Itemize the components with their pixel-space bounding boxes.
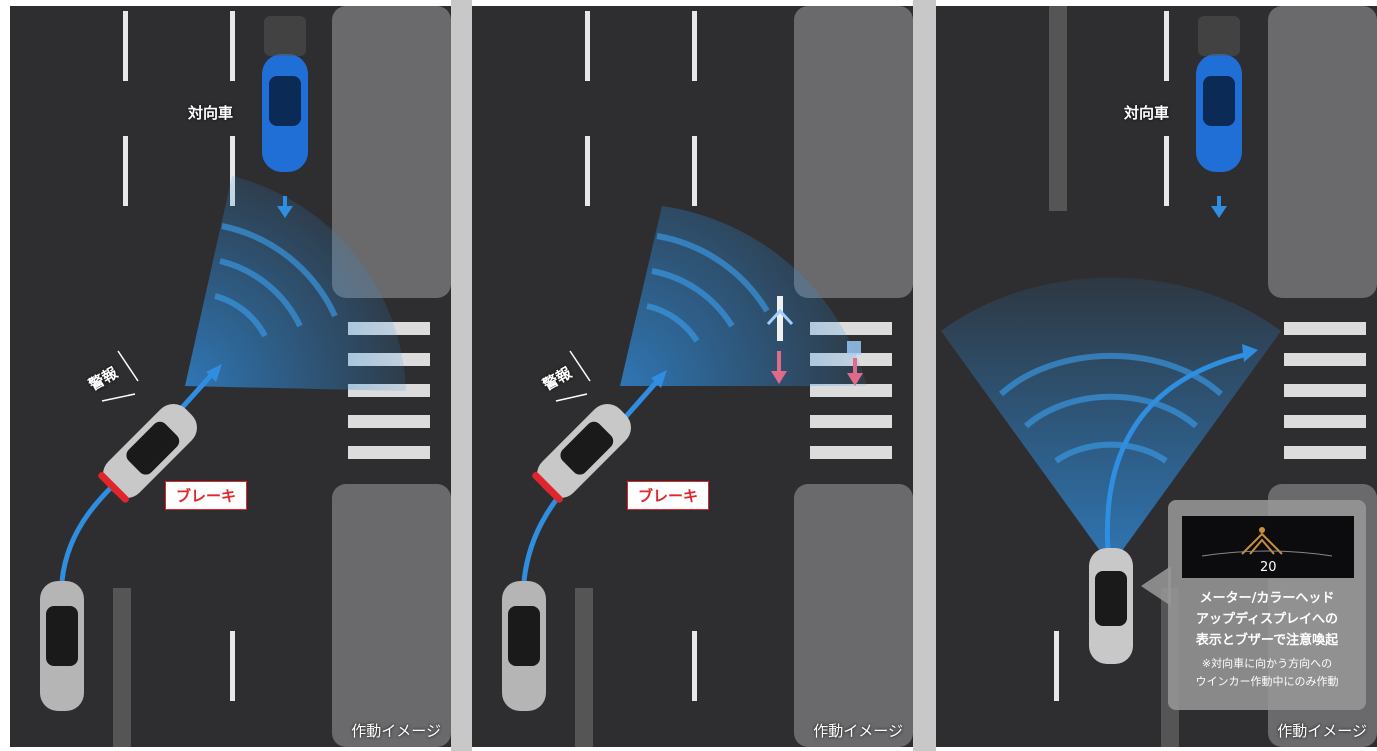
oncoming-vehicle-label: 対向車: [188, 104, 234, 122]
sidewalk-bottom: [332, 484, 451, 747]
image-caption: 作動イメージ: [351, 722, 441, 740]
info-note: ※対向車に向かう方向への ウインカー作動中にのみ作動: [1174, 655, 1360, 691]
oncoming-vehicle-label: 対向車: [1124, 104, 1170, 122]
brake-label: ブレーキ: [627, 481, 710, 510]
image-caption: 作動イメージ: [813, 722, 903, 740]
scene-2-drawing: [502, 6, 913, 747]
ego-car-icon: [98, 404, 197, 503]
info-line-3: 表示とブザーで注意喚起: [1195, 633, 1339, 648]
scene-panel-1: 対向車 警報 ブレーキ 作動イメージ: [10, 6, 451, 747]
scene-panel-2: 警報 ブレーキ 作動イメージ: [472, 6, 913, 747]
scene-1-drawing: [40, 6, 451, 747]
image-caption: 作動イメージ: [1277, 722, 1367, 740]
sidewalk-top: [332, 6, 451, 298]
pedestrian-icon: [847, 341, 863, 386]
hud-display: 20: [1182, 516, 1354, 578]
sensor-waves: [214, 223, 338, 338]
info-note-2: ウインカー作動中にのみ作動: [1195, 675, 1339, 688]
info-main-text: メーター/カラーヘッド アップディスプレイへの 表示とブザーで注意喚起: [1176, 588, 1358, 651]
oncoming-arrow: [277, 206, 293, 218]
hud-speed: 20: [1260, 560, 1277, 575]
info-note-1: ※対向車に向かう方向への: [1201, 657, 1333, 670]
ego-car-icon: [532, 404, 631, 503]
panel-divider: [913, 0, 936, 751]
panel-divider: [451, 0, 472, 751]
hud-drawing: [1201, 527, 1333, 557]
stop-line: [113, 588, 131, 747]
cyclist-icon: [766, 296, 794, 384]
display-info-callout: 20 メーター/カラーヘッド アップディスプレイへの 表示とブザーで注意喚起 ※…: [1168, 500, 1366, 710]
turn-arrow: [1104, 351, 1249, 552]
ego-car-icon: [1089, 548, 1133, 664]
info-line-2: アップディスプレイへの: [1195, 612, 1339, 627]
brake-label: ブレーキ: [165, 481, 248, 510]
sensor-fan: [620, 206, 867, 386]
sensor-fan: [941, 277, 1281, 566]
crosswalk: [1284, 322, 1366, 459]
ego-car-initial-icon: [40, 581, 84, 711]
oncoming-car-icon: [1196, 16, 1242, 172]
info-line-1: メーター/カラーヘッド: [1199, 591, 1335, 606]
oncoming-car-icon: [262, 16, 308, 172]
lane-markings: [123, 11, 235, 701]
